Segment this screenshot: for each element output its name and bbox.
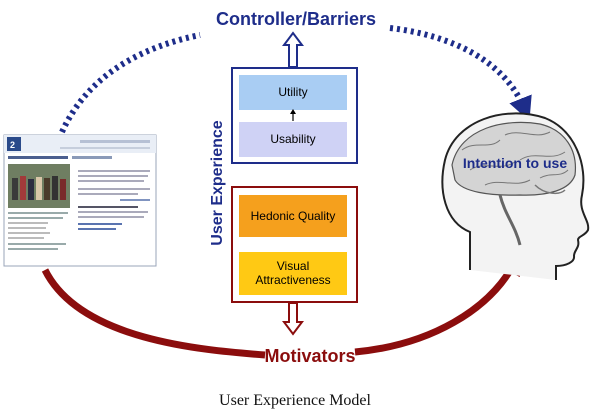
hedonic-quality-label: Hedonic Quality — [251, 209, 336, 223]
svg-text:2: 2 — [10, 140, 15, 150]
head-brain-illustration — [441, 112, 590, 280]
hedonic-quality-box — [239, 195, 347, 237]
visual-attractiveness-label-line2: Attractiveness — [255, 273, 330, 287]
motivator-arc-left — [41, 268, 266, 359]
intention-to-use-label: Intention to use — [463, 155, 567, 171]
diagram-caption: User Experience Model — [219, 392, 371, 409]
controller-arc-left — [59, 32, 201, 134]
visual-attractiveness-label-line1: Visual — [277, 259, 309, 273]
controller-barriers-label: Controller/Barriers — [216, 9, 376, 29]
up-hollow-arrow — [282, 31, 304, 68]
usability-to-utility-arrowhead — [290, 109, 296, 114]
motivator-arc-right — [354, 252, 521, 356]
utility-box — [239, 75, 347, 110]
utility-label: Utility — [278, 85, 307, 99]
usability-box — [239, 122, 347, 157]
controller-arc-right — [389, 25, 532, 122]
motivators-label: Motivators — [264, 346, 355, 366]
visual-attractiveness-box — [239, 252, 347, 295]
down-hollow-arrow — [282, 302, 304, 336]
user-experience-label: User Experience — [209, 120, 226, 246]
website-screenshot: 2 — [3, 134, 157, 267]
usability-label: Usability — [270, 132, 315, 146]
